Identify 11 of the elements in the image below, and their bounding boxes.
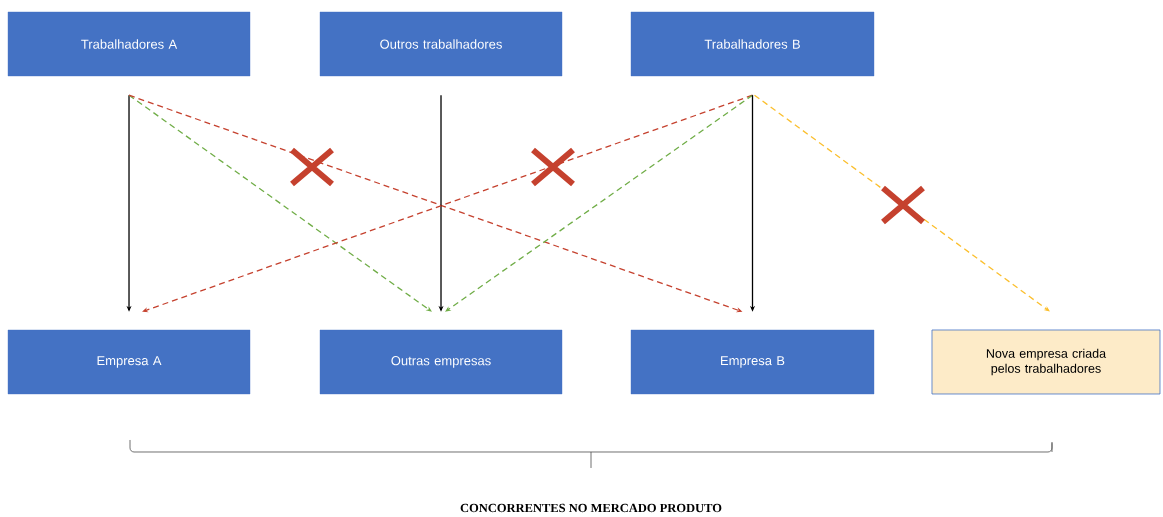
- caption: CONCORRENTES NO MERCADO PRODUTO: [460, 503, 722, 513]
- arrow: [753, 94, 1050, 312]
- process-box: Trabalhadores B: [630, 11, 875, 77]
- process-box: Trabalhadores A: [7, 11, 251, 77]
- process-box: Outros trabalhadores: [319, 11, 563, 77]
- process-box: Empresa B: [630, 329, 875, 395]
- process-box: Empresa A: [7, 329, 251, 395]
- process-box: Outras empresas: [319, 329, 563, 395]
- highlighted-box: Nova empresa criada pelos trabalhadores: [931, 329, 1161, 395]
- arrow: [445, 94, 754, 312]
- arrow: [128, 94, 432, 312]
